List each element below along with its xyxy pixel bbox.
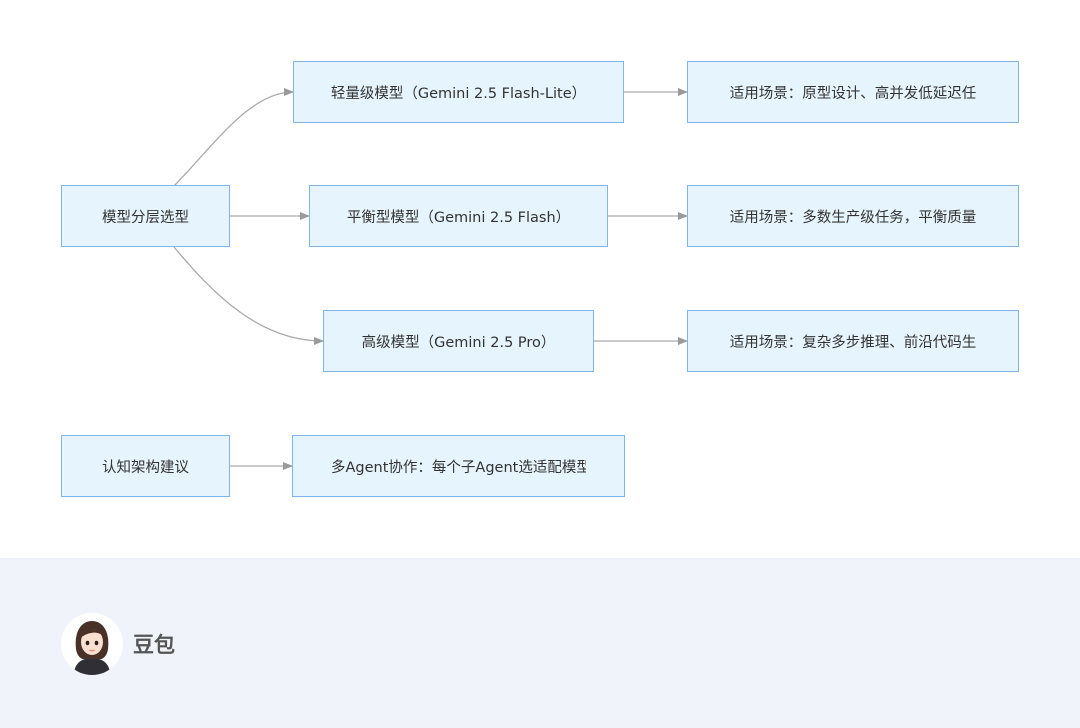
node-pro-model-label: 高级模型（Gemini 2.5 Pro） [361,334,556,351]
assistant-footer: 豆包 [0,558,1080,728]
node-lite-model: 轻量级模型（Gemini 2.5 Flash-Lite） [293,61,624,123]
node-cognitive-architecture: 认知架构建议 [61,435,230,497]
node-flash-scenario-label: 适用场景：多数生产级任务，平衡质量 [729,209,977,226]
node-multi-agent: 多Agent协作：每个子Agent选适配模型 [292,435,625,497]
assistant-name: 豆包 [133,633,175,657]
node-pro-scenario: 适用场景：复杂多步推理、前沿代码生 [687,310,1019,372]
edge-root-to-pro [173,246,324,345]
flowchart: 模型分层选型 轻量级模型（Gemini 2.5 Flash-Lite） 平衡型模… [61,61,1019,497]
node-model-tiering: 模型分层选型 [61,185,230,247]
node-flash-scenario: 适用场景：多数生产级任务，平衡质量 [687,185,1019,247]
female-avatar-icon[interactable] [61,613,123,675]
node-lite-scenario-label: 适用场景：原型设计、高并发低延迟任 [729,85,977,102]
node-lite-model-label: 轻量级模型（Gemini 2.5 Flash-Lite） [330,85,587,102]
node-flash-model-label: 平衡型模型（Gemini 2.5 Flash） [346,209,571,226]
node-model-tiering-label: 模型分层选型 [102,209,189,226]
edge-root-to-lite [173,88,294,187]
node-cognitive-architecture-label: 认知架构建议 [102,459,189,476]
node-pro-model: 高级模型（Gemini 2.5 Pro） [323,310,594,372]
node-multi-agent-label: 多Agent协作：每个子Agent选适配模型 [331,459,586,476]
node-lite-scenario: 适用场景：原型设计、高并发低延迟任 [687,61,1019,123]
node-pro-scenario-label: 适用场景：复杂多步推理、前沿代码生 [729,334,977,351]
flowchart-edges [173,88,688,470]
node-flash-model: 平衡型模型（Gemini 2.5 Flash） [309,185,608,247]
